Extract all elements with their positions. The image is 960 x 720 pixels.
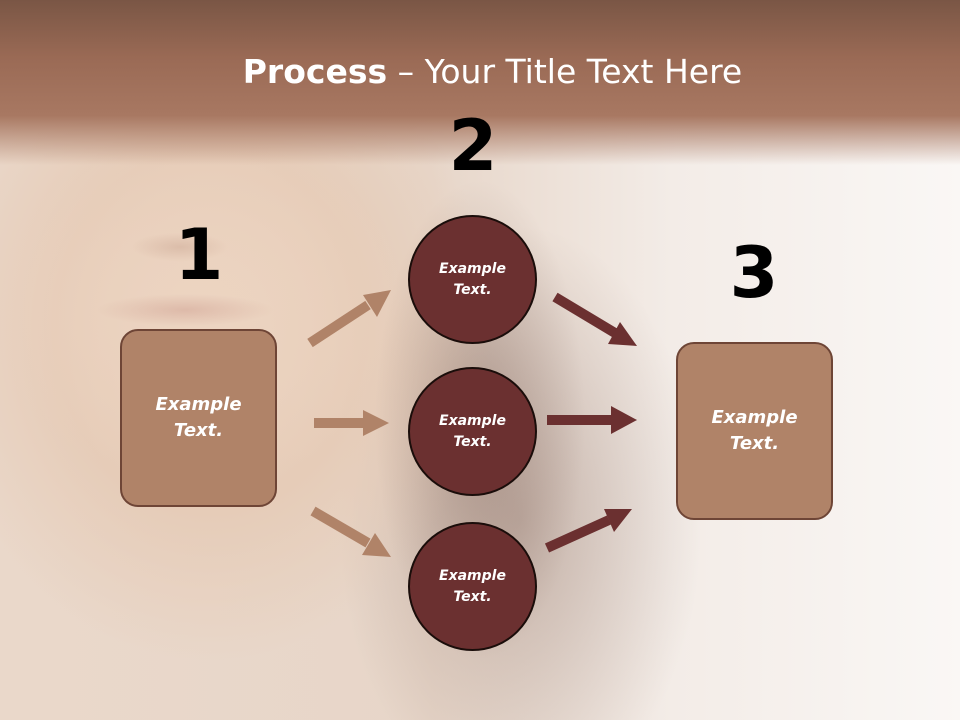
right-box-text: Example Text. [711, 406, 798, 454]
step-number-2: 2 [448, 105, 498, 187]
photo-nose [120, 225, 240, 265]
circle-2-text: Example Text. [439, 413, 506, 450]
left-box: Example Text. [120, 329, 277, 507]
arrow-from-circle-2 [547, 406, 637, 434]
photo-lips [75, 290, 295, 330]
arrow-to-circle-1 [307, 290, 391, 348]
arrow-from-circle-3 [544, 509, 632, 553]
right-box: Example Text. [676, 342, 833, 520]
circle-2: Example Text. [408, 367, 537, 496]
circle-1: Example Text. [408, 215, 537, 344]
circle-3-text: Example Text. [439, 568, 506, 605]
slide-title: Process – Your Title Text Here [0, 52, 960, 91]
arrow-from-circle-1 [552, 292, 637, 346]
arrow-to-circle-3 [310, 506, 391, 557]
title-rest: – Your Title Text Here [387, 52, 743, 91]
arrow-to-circle-2 [314, 410, 389, 436]
header-band [0, 0, 960, 165]
circle-1-text: Example Text. [439, 261, 506, 298]
title-bold: Process [242, 52, 388, 91]
step-number-1: 1 [174, 214, 224, 296]
circle-3: Example Text. [408, 522, 537, 651]
step-number-3: 3 [729, 232, 779, 314]
left-box-text: Example Text. [155, 393, 242, 441]
